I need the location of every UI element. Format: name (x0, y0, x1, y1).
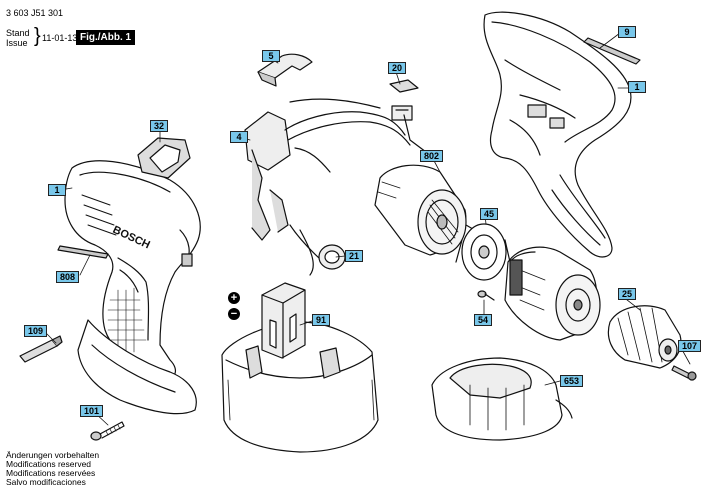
battery-pack (221, 282, 379, 453)
battery-charger (431, 357, 573, 441)
callout-25: 25 (618, 288, 637, 300)
chuck-screw (671, 365, 697, 381)
issue-label: Issue (6, 38, 28, 48)
footer-note-de: Änderungen vorbehalten (6, 450, 100, 460)
issue-date: 11-01-13 (42, 33, 78, 43)
callout-107: 107 (678, 340, 702, 352)
trigger-switch (244, 98, 431, 276)
callout-5: 5 (262, 50, 280, 62)
grip-texture (107, 287, 147, 353)
callout-9: 9 (618, 26, 636, 38)
screw (90, 421, 125, 441)
callout-101: 101 (80, 405, 104, 417)
callout-653: 653 (560, 375, 584, 387)
footer-note-en: Modifications reserved (6, 459, 92, 469)
left-housing-shell (64, 160, 201, 379)
callout-1-right: 1 (628, 81, 646, 93)
callout-32: 32 (150, 120, 169, 132)
callout-21: 21 (345, 250, 364, 262)
callout-109: 109 (24, 325, 48, 337)
document-code: 3 603 J51 301 (6, 8, 64, 18)
plus-symbol: + (228, 292, 240, 304)
stand-label: Stand (6, 28, 30, 38)
fastener-strip (583, 37, 641, 65)
gear-screw (477, 290, 495, 301)
callout-802: 802 (420, 150, 444, 162)
right-housing-shell (483, 11, 632, 258)
screwdriver-bit (19, 335, 63, 363)
callout-54: 54 (474, 314, 493, 326)
gear-ring (455, 223, 511, 281)
callout-808: 808 (56, 271, 80, 283)
footer-note-fr: Modifications reservées (6, 468, 96, 478)
callout-45: 45 (480, 208, 499, 220)
top-label-plate (137, 137, 191, 179)
footer-note-es: Salvo modificaciones (6, 477, 86, 487)
housing-foot (77, 319, 197, 415)
contact-washer (318, 244, 346, 270)
direction-switch (257, 53, 313, 87)
connector-block (389, 79, 419, 121)
callout-91: 91 (312, 314, 331, 326)
callout-1-left: 1 (48, 184, 66, 196)
figure-badge: Fig./Abb. 1 (76, 30, 136, 45)
motor (374, 164, 479, 256)
label-strip (57, 245, 109, 259)
minus-symbol: − (228, 308, 240, 320)
callout-20: 20 (388, 62, 407, 74)
brace-glyph: } (34, 25, 41, 47)
callout-4: 4 (230, 131, 248, 143)
keyless-chuck (607, 305, 682, 369)
gearbox (504, 246, 601, 341)
